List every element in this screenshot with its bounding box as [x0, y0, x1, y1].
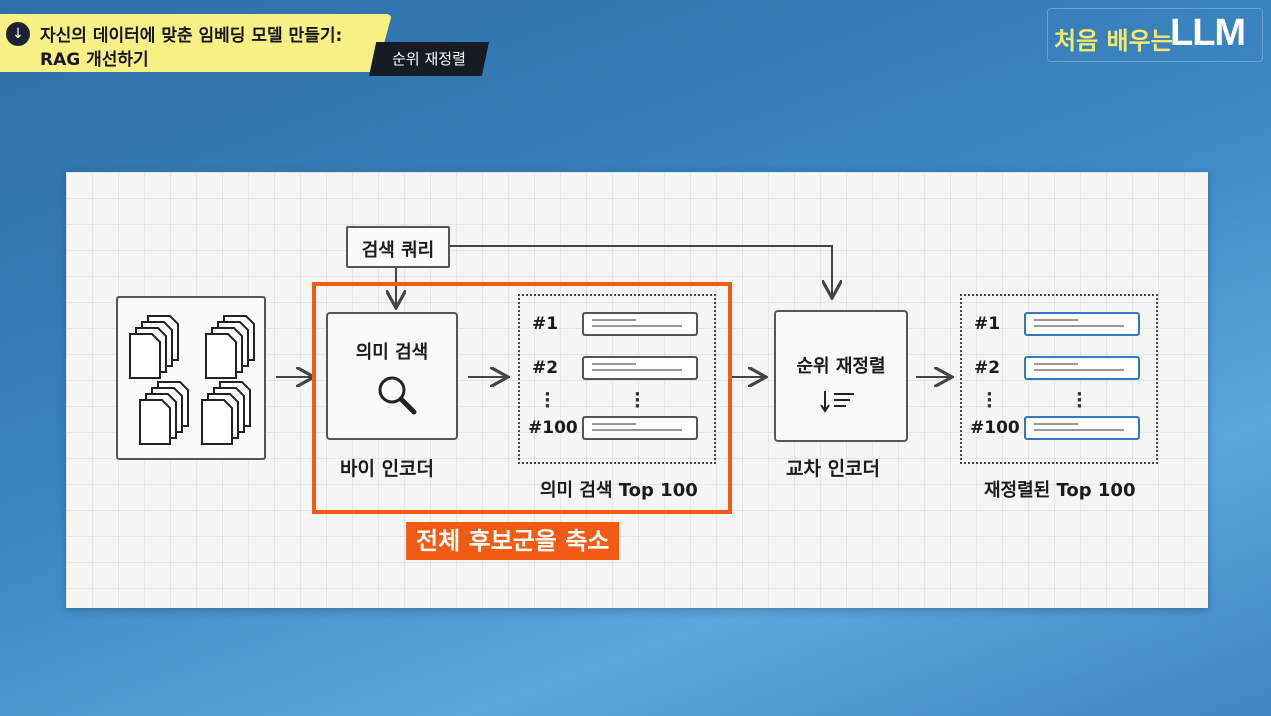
rank-1: #1 — [974, 314, 1001, 334]
section-tag: 순위 재정렬 — [369, 42, 489, 76]
reranked-top-list: #1 #2 ··· ··· #100 — [960, 294, 1158, 464]
rank-1: #1 — [532, 314, 559, 334]
list-item — [582, 356, 698, 380]
magnifier-icon — [378, 376, 417, 415]
list-item — [582, 416, 698, 440]
semantic-search-box: 의미 검색 — [326, 312, 458, 440]
bi-encoder-label: 바이 인코더 — [340, 458, 435, 480]
title-line-2: RAG 개선하기 — [40, 50, 149, 70]
semantic-search-label: 의미 검색 — [355, 342, 429, 363]
semantic-top-list: #1 #2 ··· ··· #100 — [518, 294, 716, 464]
title-line-1: 자신의 데이터에 맞춘 임베딩 모델 만들기: — [40, 26, 343, 46]
ellipsis-left: ··· — [986, 384, 993, 417]
semantic-top-label: 의미 검색 Top 100 — [540, 480, 698, 501]
rerank-label: 순위 재정렬 — [796, 356, 886, 377]
brand-prefix: 처음 배우는 — [1054, 27, 1173, 55]
rank-2: #2 — [532, 358, 559, 378]
brand-suffix: LLM — [1170, 12, 1246, 54]
cross-encoder-label: 교차 인코더 — [786, 458, 881, 480]
ellipsis-right: ··· — [1076, 384, 1083, 417]
rank-2: #2 — [974, 358, 1001, 378]
reranked-top-label: 재정렬된 Top 100 — [984, 480, 1136, 501]
query-label: 검색 쿼리 — [361, 240, 435, 261]
connector-arrows — [276, 245, 1208, 608]
title-banner: ↓ 자신의 데이터에 맞춘 임베딩 모델 만들기: RAG 개선하기 — [0, 14, 392, 72]
diagram-board: 검색 쿼리 — [66, 172, 1208, 608]
rank-100: #100 — [970, 418, 1020, 438]
list-item — [1024, 416, 1140, 440]
documents-icon — [129, 315, 255, 445]
candidate-note: 전체 후보군을 축소 — [406, 522, 620, 560]
arrow-query-to-rerank — [450, 245, 832, 296]
candidate-highlight-frame — [312, 282, 732, 514]
list-item — [1024, 356, 1140, 380]
query-box: 검색 쿼리 — [346, 226, 450, 268]
list-item — [1024, 312, 1140, 336]
ellipsis-left: ··· — [544, 384, 551, 417]
rerank-box: 순위 재정렬 — [774, 310, 908, 442]
download-icon[interactable]: ↓ — [6, 22, 30, 46]
ellipsis-right: ··· — [634, 384, 641, 417]
documents-box — [116, 296, 266, 460]
brand-logo: 처음 배우는 LLM — [1047, 8, 1263, 62]
sort-icon — [820, 391, 854, 413]
rank-100: #100 — [528, 418, 578, 438]
list-item — [582, 312, 698, 336]
